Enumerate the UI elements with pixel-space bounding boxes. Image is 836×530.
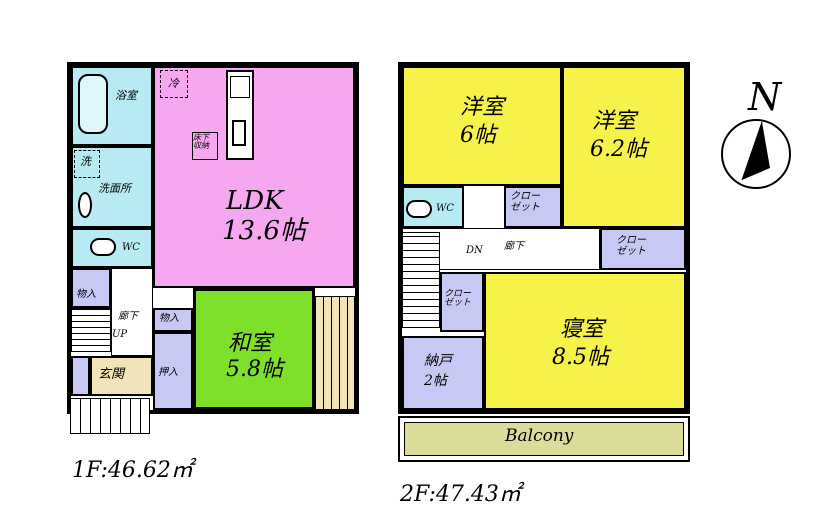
storeroom-size-label: 2帖 — [424, 373, 447, 389]
hallway-1f-label: 廊下 — [118, 311, 138, 322]
storeroom-name-label: 納戸 — [424, 353, 452, 369]
closet-2f-2 — [600, 228, 686, 270]
ldk-name-label: LDK — [226, 186, 284, 216]
underfloor-label: 床下 収納 — [193, 133, 209, 151]
washitsu-size-label: 5.8帖 — [226, 357, 283, 382]
washroom-label: 洗面所 — [98, 182, 131, 195]
ldk-room — [153, 66, 355, 288]
balcony-floor — [404, 422, 684, 456]
stove — [230, 76, 250, 98]
toilet-1f — [90, 238, 116, 256]
storage-a-label: 物入 — [76, 289, 96, 300]
entrance-storage — [71, 356, 90, 396]
underfloor-box — [192, 132, 218, 160]
wc-2f-label: WC — [436, 203, 454, 214]
balcony-label: Balcony — [505, 426, 574, 446]
compass-icon — [721, 119, 791, 189]
stairs-2f — [402, 232, 440, 328]
dn-label: DN — [466, 245, 483, 256]
closet-1f-label: 押入 — [158, 367, 178, 378]
fridge-label: 冷 — [168, 77, 179, 90]
bathtub — [78, 74, 108, 134]
floor1-area: 1F:46.62㎡ — [72, 458, 193, 483]
bedroom — [484, 272, 686, 410]
washer-box — [74, 150, 100, 178]
fridge-box — [160, 70, 188, 98]
toilet-2f — [406, 200, 432, 218]
entrance-label: 玄関 — [98, 367, 125, 382]
stairs-1f — [71, 308, 111, 352]
bedroom-size-label: 8.5帖 — [552, 345, 609, 370]
washitsu-name-label: 和室 — [228, 331, 273, 356]
western1-size-label: 6帖 — [460, 123, 496, 148]
western2-size-label: 6.2帖 — [590, 137, 647, 162]
floor2-area: 2F:47.43㎡ — [400, 482, 521, 507]
hallway-1f — [111, 268, 153, 356]
western-room-1 — [402, 66, 562, 186]
hallway-2f-label: 廊下 — [504, 241, 524, 252]
storeroom — [402, 336, 484, 410]
wc-1f-label: WC — [122, 242, 140, 253]
closet-1f — [153, 332, 193, 410]
washitsu-room — [193, 288, 315, 410]
bath-label: 浴室 — [115, 89, 137, 102]
western-room-2 — [562, 66, 686, 228]
closet-2f-2-label: クロー ゼット — [616, 235, 646, 257]
engawa — [315, 296, 355, 410]
washroom — [71, 146, 153, 228]
entrance — [90, 356, 153, 396]
closet-2f-3-label: クロー ゼット — [444, 289, 472, 309]
compass-north-label: N — [748, 75, 782, 119]
closet-2f-1 — [504, 186, 562, 228]
western2-name-label: 洋室 — [592, 109, 637, 134]
storage-b — [153, 308, 193, 332]
washer-label: 洗 — [80, 155, 91, 168]
closet-2f-3 — [440, 272, 484, 332]
storage-a — [71, 268, 111, 308]
up-label: UP — [112, 329, 128, 340]
kitchen-sink — [232, 120, 246, 146]
sink — [78, 192, 92, 218]
storage-b-label: 物入 — [159, 313, 179, 324]
bedroom-name-label: 寝室 — [560, 317, 605, 342]
western1-name-label: 洋室 — [460, 95, 505, 120]
closet-2f-1-label: クロー ゼット — [510, 191, 540, 213]
porch — [70, 398, 150, 434]
ldk-size-label: 13.6帖 — [222, 216, 306, 246]
